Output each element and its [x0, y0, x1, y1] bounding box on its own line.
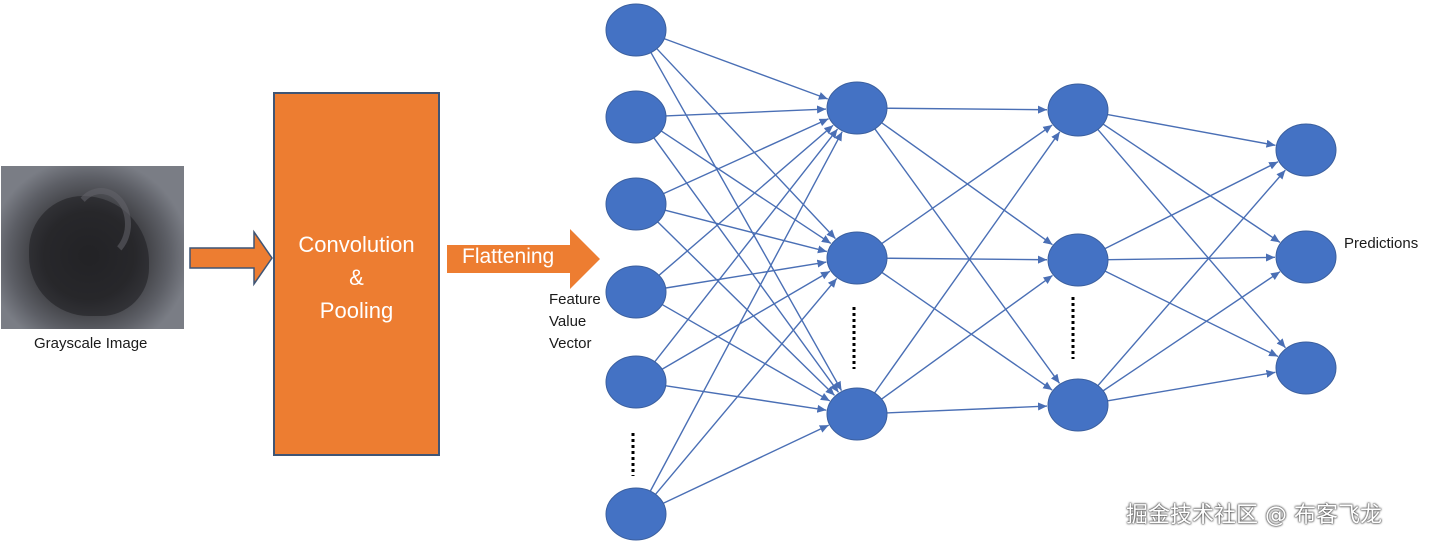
- input-layer-node-3: [605, 177, 667, 231]
- connection-hidden-layer-1-2-to-0: [873, 131, 1061, 394]
- connection-input-layer-4-to-1: [661, 270, 831, 371]
- network-nodes: [605, 3, 1337, 541]
- connection-input-layer-3-to-0: [658, 124, 834, 277]
- connection-hidden-layer-1-2-to-1: [880, 274, 1053, 400]
- connection-hidden-layer-2-1-to-2: [1104, 270, 1279, 358]
- connection-input-layer-5-to-0: [649, 131, 843, 492]
- flattening-arrow: [447, 229, 600, 289]
- feature-label-line3: Vector: [549, 335, 592, 352]
- connection-input-layer-0-to-1: [655, 47, 836, 240]
- connection-hidden-layer-2-0-to-2: [1096, 128, 1287, 349]
- convolution-pooling-label: Convolution & Pooling: [273, 228, 440, 327]
- hidden-layer-2-node-1: [1047, 83, 1109, 137]
- input-layer-node-2: [605, 90, 667, 144]
- connection-input-layer-0-to-2: [650, 51, 843, 391]
- connection-hidden-layer-1-0-to-0: [886, 105, 1048, 114]
- connection-input-layer-4-to-0: [653, 128, 839, 363]
- network-connections: [649, 37, 1287, 505]
- hidden-layer-2-node-3: [1047, 378, 1109, 432]
- conv-label-line2: &: [349, 265, 364, 290]
- connection-hidden-layer-2-2-to-0: [1097, 169, 1286, 387]
- connection-input-layer-3-to-1: [664, 259, 827, 289]
- connection-input-layer-5-to-1: [654, 277, 838, 496]
- grayscale-image-label: Grayscale Image: [34, 335, 148, 352]
- feature-label-line2: Value: [549, 313, 587, 330]
- connection-input-layer-4-to-2: [664, 384, 827, 413]
- connection-input-layer-1-to-1: [660, 130, 832, 245]
- connection-input-layer-2-to-2: [656, 221, 836, 396]
- flattening-label: Flattening: [462, 245, 555, 268]
- connection-hidden-layer-1-2-to-2: [886, 402, 1048, 414]
- image-to-conv-arrow: [189, 229, 273, 287]
- feature-value-vector-label: Feature Value Vector: [549, 289, 601, 355]
- watermark: 掘金技术社区 @ 布客飞龙: [1126, 503, 1382, 528]
- output-layer-node-1: [1275, 123, 1337, 177]
- predictions-label: Predictions: [1344, 235, 1419, 252]
- image-shape: [71, 188, 131, 260]
- connection-input-layer-2-to-0: [662, 118, 829, 195]
- output-layer-node-2: [1275, 230, 1337, 284]
- connection-input-layer-3-to-2: [661, 303, 831, 402]
- hidden-layer-1-node-2: [826, 231, 888, 285]
- input-layer-node-1: [605, 3, 667, 57]
- connection-input-layer-1-to-2: [652, 137, 840, 393]
- convolution-pooling-block: [273, 92, 440, 456]
- hidden-layer-2-node-2: [1047, 233, 1109, 287]
- feature-label-line1: Feature: [549, 291, 601, 308]
- input-layer-node-4: [605, 265, 667, 319]
- connection-input-layer-1-to-0: [665, 105, 827, 117]
- connection-input-layer-5-to-2: [662, 424, 830, 505]
- connection-input-layer-2-to-1: [664, 209, 828, 254]
- conv-label-line1: Convolution: [298, 232, 415, 257]
- connection-hidden-layer-2-2-to-1: [1102, 271, 1281, 392]
- connection-hidden-layer-2-0-to-1: [1102, 123, 1281, 243]
- connection-hidden-layer-1-1-to-1: [886, 255, 1048, 264]
- connection-hidden-layer-1-1-to-2: [881, 271, 1053, 391]
- connection-hidden-layer-1-1-to-0: [881, 124, 1053, 245]
- hidden-layer-1-node-3: [826, 387, 888, 441]
- connection-hidden-layer-2-1-to-0: [1104, 161, 1279, 250]
- input-layer-node-6: [605, 487, 667, 541]
- connection-hidden-layer-2-1-to-1: [1107, 253, 1276, 262]
- hidden-layer-1-node-1: [826, 81, 888, 135]
- grayscale-input-image: [1, 166, 184, 329]
- connection-hidden-layer-2-2-to-2: [1106, 369, 1276, 402]
- connection-hidden-layer-2-0-to-0: [1106, 113, 1276, 148]
- connection-hidden-layer-1-0-to-2: [873, 128, 1061, 384]
- conv-label-line3: Pooling: [319, 298, 394, 323]
- output-layer-node-3: [1275, 341, 1337, 395]
- input-layer-node-5: [605, 355, 667, 409]
- connection-input-layer-0-to-0: [663, 37, 829, 100]
